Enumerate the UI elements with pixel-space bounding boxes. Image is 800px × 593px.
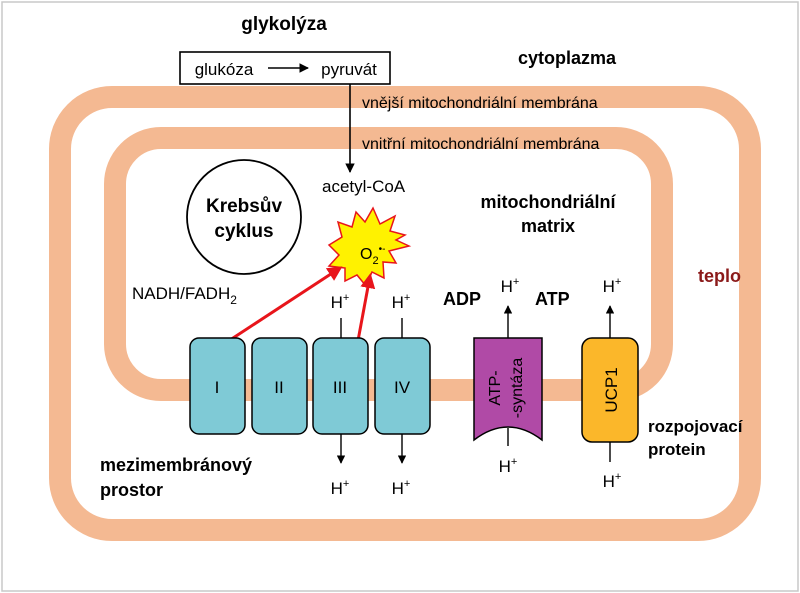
superoxide-label: O2•- [360, 244, 385, 267]
ucp1-h-top: H+ [603, 276, 622, 296]
cytoplasm-label: cytoplazma [518, 48, 617, 68]
intermembrane-space-line1: mezimembránový [100, 455, 252, 475]
adp-label: ADP [443, 289, 481, 309]
complex-iv-label: IV [394, 378, 411, 397]
krebs-cycle-label-line2: cyklus [214, 221, 273, 242]
atp-synthase-label-line2: -syntáza [509, 358, 526, 419]
superoxide-burst [327, 206, 412, 288]
uncoupling-protein-line1: rozpojovací [648, 417, 744, 436]
outer-membrane [49, 86, 761, 541]
atp-synthase-h-top: H+ [501, 276, 520, 296]
nadh-fadh2-label: NADH/FADH2 [132, 284, 237, 307]
heat-label: teplo [698, 266, 741, 286]
intermembrane-space-line2: prostor [100, 480, 163, 500]
glycolysis-title: glykolýza [241, 14, 327, 35]
pyruvate-label: pyruvát [321, 60, 377, 79]
ros-arrow-complex-iii [355, 273, 376, 347]
ros-arrow-complex-i [229, 266, 343, 342]
complex-ii-label: II [274, 378, 283, 397]
glucose-label: glukóza [195, 60, 254, 79]
acetyl-coa-label: acetyl-CoA [322, 177, 406, 196]
atp-label: ATP [535, 289, 570, 309]
matrix-label-line2: matrix [521, 216, 575, 236]
complex-i-label: I [215, 378, 220, 397]
krebs-cycle-label-line1: Krebsův [206, 196, 282, 217]
uncoupling-protein-line2: protein [648, 440, 706, 459]
atp-synthase [473, 337, 543, 442]
outer-membrane-label: vnější mitochondriální membrána [362, 95, 598, 112]
complex-i [189, 337, 246, 435]
complex-iii-h-bottom: H+ [331, 478, 350, 498]
complex-iii-h-top: H+ [331, 292, 350, 312]
atp-synthase-label-line1: ATP- [487, 370, 504, 405]
matrix-label-line1: mitochondriální [481, 192, 617, 212]
ucp1-h-bottom: H+ [603, 471, 622, 491]
complex-iii-label: III [333, 378, 347, 397]
complex-iv-h-top: H+ [392, 292, 411, 312]
krebs-cycle-circle [186, 159, 302, 275]
ucp1-label: UCP1 [602, 367, 621, 412]
atp-synthase-h-bottom: H+ [499, 456, 518, 476]
inner-membrane-label: vnitřní mitochondriální membrána [362, 136, 600, 153]
complex-ii [251, 337, 308, 435]
complex-iv-h-bottom: H+ [392, 478, 411, 498]
